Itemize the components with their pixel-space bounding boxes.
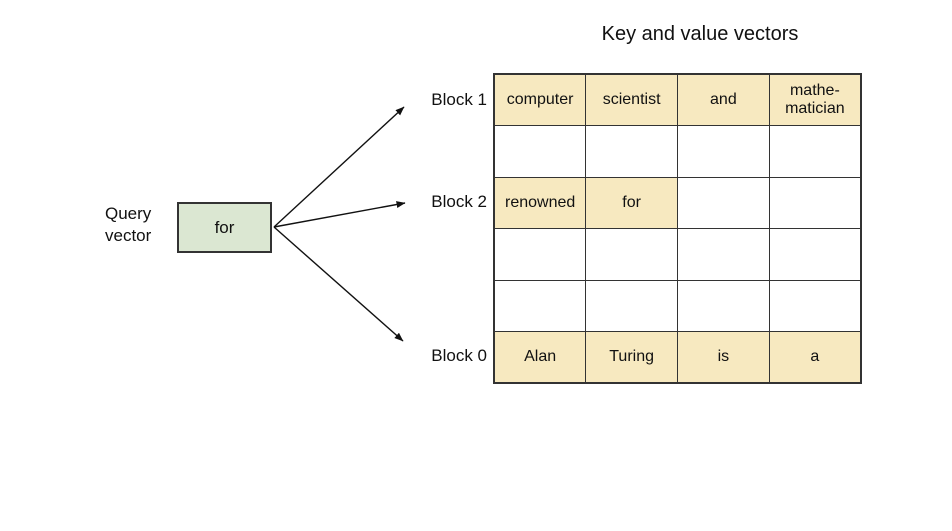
arrow-to-block-0 <box>273 226 404 342</box>
table-row: renowned for <box>493 176 862 229</box>
table-row: computer scientist and mathe- matician <box>493 73 862 126</box>
kv-cell <box>768 279 862 332</box>
diagram-title: Key and value vectors <box>601 23 799 45</box>
block-0-label: Block 0 <box>431 346 487 365</box>
kv-cell: Turing <box>585 331 678 384</box>
kv-cell: computer <box>493 73 587 126</box>
kv-cell <box>768 125 862 178</box>
kv-cell: Alan <box>493 331 587 384</box>
kv-cell <box>585 279 678 332</box>
arrow-to-block-1 <box>273 106 405 228</box>
table-row: Alan Turing is a <box>493 331 862 384</box>
kv-cell: for <box>585 176 678 229</box>
kv-cell: scientist <box>585 73 678 126</box>
kv-cell: a <box>768 331 862 384</box>
block-1-label: Block 1 <box>431 90 487 109</box>
query-vector-label: Query vector <box>105 204 152 245</box>
kv-cell: and <box>677 73 770 126</box>
key-value-table: computer scientist and mathe- matician r… <box>493 73 862 384</box>
query-vector-box: for <box>177 202 272 253</box>
kv-cell <box>677 125 770 178</box>
kv-cell: mathe- matician <box>768 73 862 126</box>
kv-cell <box>677 228 770 281</box>
kv-cell <box>677 279 770 332</box>
query-vector-token: for <box>214 217 235 237</box>
kv-cell: renowned <box>493 176 587 229</box>
kv-cell <box>585 228 678 281</box>
kv-cell <box>493 125 587 178</box>
block-2-label: Block 2 <box>431 192 487 211</box>
arrow-to-block-2 <box>273 201 406 228</box>
kv-cell <box>493 228 587 281</box>
kv-cell: is <box>677 331 770 384</box>
kv-cell <box>677 176 770 229</box>
table-row <box>493 279 862 332</box>
kv-cell <box>493 279 587 332</box>
kv-cell <box>585 125 678 178</box>
kv-cell <box>768 176 862 229</box>
kv-cell <box>768 228 862 281</box>
table-row <box>493 125 862 178</box>
table-row <box>493 228 862 281</box>
